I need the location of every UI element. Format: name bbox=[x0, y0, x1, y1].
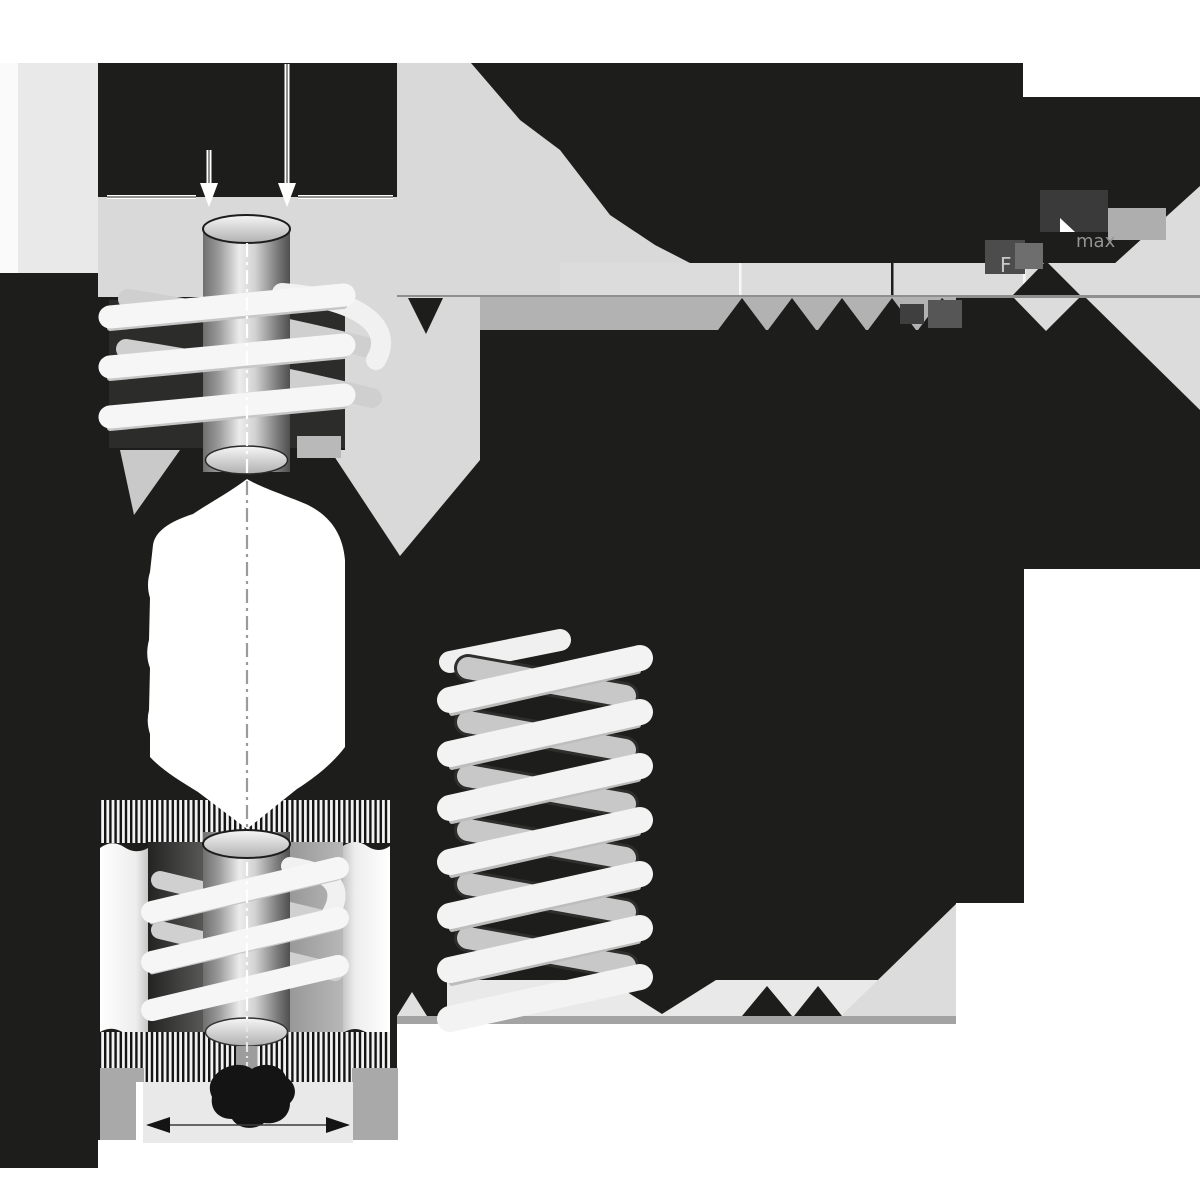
glitch-block bbox=[1040, 190, 1108, 232]
coil-front-strand bbox=[141, 857, 349, 923]
coil-front-strand bbox=[437, 861, 653, 929]
ground-gray-triangle-right bbox=[843, 904, 956, 1016]
down-arrowhead-icon bbox=[200, 183, 218, 207]
ground-line bbox=[397, 1016, 956, 1024]
coil-front-strand bbox=[141, 907, 349, 973]
glitch-block bbox=[1015, 243, 1043, 269]
bore-wall-right bbox=[343, 842, 390, 1037]
coil-front-strand bbox=[98, 383, 356, 429]
label-f: F bbox=[1000, 253, 1012, 277]
ground-zigzag-tooth bbox=[742, 986, 792, 1016]
right-arrowhead-icon bbox=[326, 1117, 350, 1133]
white-sliver bbox=[136, 1082, 144, 1142]
zigzag-tooth bbox=[768, 298, 816, 330]
glitched-label-blob bbox=[209, 1064, 295, 1128]
rod-top-ellipse bbox=[202, 829, 291, 859]
black-block-topleft bbox=[98, 63, 397, 197]
ground-gray-tooth-left bbox=[397, 992, 427, 1016]
spring-in-bore-figure bbox=[100, 829, 398, 1143]
coil-front-strand bbox=[437, 964, 653, 1032]
glitch-block bbox=[1108, 208, 1166, 240]
spring-on-mandrel-figure bbox=[98, 64, 393, 475]
glitch-block bbox=[900, 304, 924, 324]
gray-diamond-below-line bbox=[1013, 297, 1080, 331]
coil-end-tab bbox=[297, 436, 341, 458]
glitched-label-dot bbox=[248, 1104, 260, 1116]
zigzag-tooth bbox=[818, 298, 866, 330]
coil-front-strand bbox=[141, 955, 349, 1021]
glitch-block bbox=[928, 300, 962, 328]
label-max: max bbox=[1076, 231, 1116, 252]
zigzag-tooth bbox=[718, 298, 766, 330]
band-seam bbox=[1023, 263, 1026, 295]
coil-front-strand bbox=[437, 645, 653, 713]
glitch-white-wedge bbox=[1060, 218, 1075, 232]
coil-front-strand bbox=[437, 753, 653, 821]
top-white-band-right-extension bbox=[1023, 63, 1200, 97]
horizontal-rule bbox=[397, 295, 1200, 298]
band-black-tick bbox=[891, 263, 894, 298]
black-diamond-left bbox=[408, 298, 443, 334]
rod-top-ellipse bbox=[202, 214, 291, 244]
left-arrowhead-icon bbox=[146, 1117, 170, 1133]
coil-front-strand bbox=[98, 283, 356, 329]
left-column-gray bbox=[18, 63, 98, 273]
left-column-white bbox=[0, 63, 18, 273]
down-arrowhead-icon bbox=[278, 183, 296, 207]
big-gray-triangle-lower-right bbox=[1085, 297, 1200, 410]
coil-front-strand bbox=[437, 915, 653, 983]
glitched-dimension-label-cluster: max F bbox=[900, 190, 1166, 328]
bore-wall-left bbox=[100, 843, 148, 1037]
black-corner-patch bbox=[0, 1140, 98, 1168]
gray-wedge-left-of-funnel bbox=[120, 450, 180, 515]
free-die-spring-figure bbox=[437, 629, 653, 1032]
gray-wedge-right-of-funnel bbox=[330, 450, 400, 556]
coil-front-strand bbox=[437, 807, 653, 875]
big-gray-triangle-upper-right bbox=[1080, 186, 1200, 295]
top-white-band bbox=[0, 0, 1200, 63]
black-diamond-on-band bbox=[1013, 261, 1080, 295]
gray-column-right bbox=[352, 1068, 398, 1140]
gray-staircase-wedge bbox=[397, 63, 690, 297]
white-bottom-region bbox=[397, 1024, 1200, 1200]
ground-zigzag-tooth bbox=[794, 986, 842, 1016]
band-seam bbox=[739, 263, 742, 295]
coil-front-strand bbox=[98, 333, 356, 379]
coil-front-strands bbox=[437, 645, 653, 1032]
coil-front-strand bbox=[437, 699, 653, 767]
